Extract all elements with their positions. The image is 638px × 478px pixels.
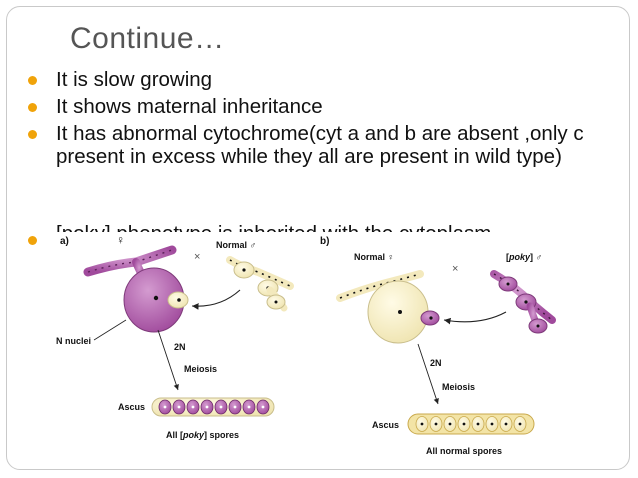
slide-title: Continue… <box>70 22 225 55</box>
panel-a-label: a) <box>60 236 69 247</box>
panel-b: b) Normal ♀ × [poky] ♂ 2N Meiosis Ascus <box>320 236 556 456</box>
panel-b-ploidy: 2N <box>430 358 442 368</box>
bullet-item: It shows maternal inheritance <box>26 95 611 118</box>
bullet-list: It is slow growing It shows maternal inh… <box>26 68 611 172</box>
panel-a: a) ♀ × Normal ♂ N nuclei 2N Meiosi <box>56 233 294 440</box>
panel-a-nuclei-label: N nuclei <box>56 336 91 346</box>
panel-b-fertilization-arrow <box>443 311 507 325</box>
panel-a-female-symbol: ♀ <box>116 233 125 247</box>
panel-b-spores-label: All normal spores <box>426 446 502 456</box>
bullet-item: It has abnormal cytochrome(cyt a and b a… <box>26 122 611 168</box>
panel-b-ascus-label: Ascus <box>372 420 399 430</box>
panel-a-fertilization-arrow <box>191 289 241 310</box>
panel-a-ascus-label: Ascus <box>118 402 145 412</box>
panel-a-meiosis: Meiosis <box>184 364 217 374</box>
panel-a-male-label: Normal ♂ <box>216 240 256 250</box>
panel-b-label: b) <box>320 236 329 247</box>
bullet-dot-icon <box>28 76 37 85</box>
panel-a-cross: × <box>194 251 200 263</box>
bullet-item: It is slow growing <box>26 68 611 91</box>
panel-a-ploidy: 2N <box>174 342 186 352</box>
panel-a-spores-label: All [poky] spores <box>166 430 239 440</box>
panel-b-female-label: Normal ♀ <box>354 252 394 262</box>
panel-b-meiosis: Meiosis <box>442 382 475 392</box>
bullet-dot-icon <box>28 236 37 245</box>
bullet-dot-icon <box>28 103 37 112</box>
panel-b-male-label: [poky] ♂ <box>506 252 542 262</box>
poky-cross-diagram: a) ♀ × Normal ♂ N nuclei 2N Meiosi <box>44 232 612 464</box>
panel-b-cross: × <box>452 263 458 275</box>
bullet-dot-icon <box>28 130 37 139</box>
